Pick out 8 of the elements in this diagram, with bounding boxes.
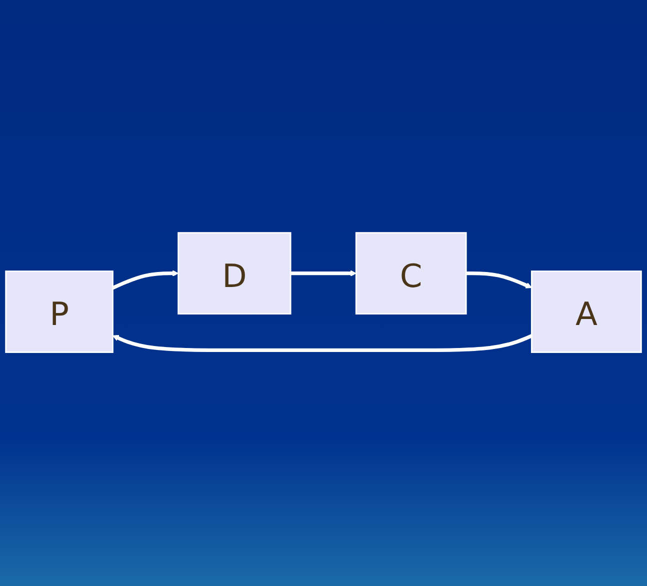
node-box: P	[5, 271, 114, 354]
arrow	[112, 334, 532, 353]
arrow	[466, 272, 532, 289]
arrow	[112, 270, 179, 290]
node-box: C	[355, 232, 467, 315]
arrow	[290, 270, 356, 277]
node-box: A	[530, 271, 642, 354]
node-box: D	[178, 232, 292, 315]
